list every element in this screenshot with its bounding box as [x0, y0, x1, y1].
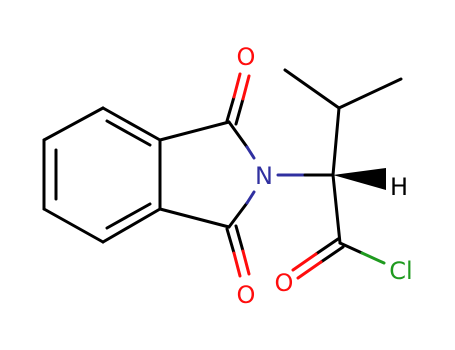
bond	[319, 245, 345, 264]
oxygen-top-label: O	[237, 43, 256, 71]
bond	[331, 106, 341, 177]
bond	[283, 68, 341, 110]
bond	[241, 249, 251, 276]
nitrogen-label: N	[255, 162, 273, 190]
bond	[232, 251, 242, 278]
imide-ring	[158, 120, 256, 229]
bond	[225, 95, 236, 123]
oxygen-bottom-label: O	[237, 281, 256, 309]
chlorine-label: Cl	[389, 257, 412, 285]
bond	[296, 260, 323, 280]
carbonyl-bottom	[225, 224, 251, 278]
bond	[245, 190, 256, 205]
bond	[245, 145, 256, 160]
bond	[234, 224, 245, 253]
bond	[227, 120, 249, 149]
bond	[227, 201, 249, 229]
bond	[241, 74, 251, 101]
bond	[291, 252, 318, 272]
carbonyl-top	[225, 72, 251, 126]
benzene-ring	[42, 106, 162, 244]
bond	[101, 106, 162, 142]
aromatic-inner-bond	[105, 202, 152, 230]
wedge-bond	[333, 168, 386, 190]
bond	[42, 106, 105, 142]
bond	[337, 77, 403, 110]
bond	[360, 251, 386, 265]
bond	[158, 120, 231, 142]
aromatic-inner-bond	[105, 119, 152, 147]
bond	[232, 72, 242, 99]
bond	[331, 173, 342, 245]
bond	[225, 227, 236, 255]
oxygen-acyl-label: O	[275, 269, 294, 297]
bond	[158, 207, 231, 229]
bond	[338, 241, 364, 255]
bond	[314, 237, 340, 256]
bond	[42, 207, 105, 244]
bond	[234, 97, 245, 126]
bond	[101, 207, 162, 244]
acyl-chloride	[291, 237, 386, 280]
hydrogen-label: H	[390, 173, 408, 201]
side-chain	[276, 68, 403, 245]
